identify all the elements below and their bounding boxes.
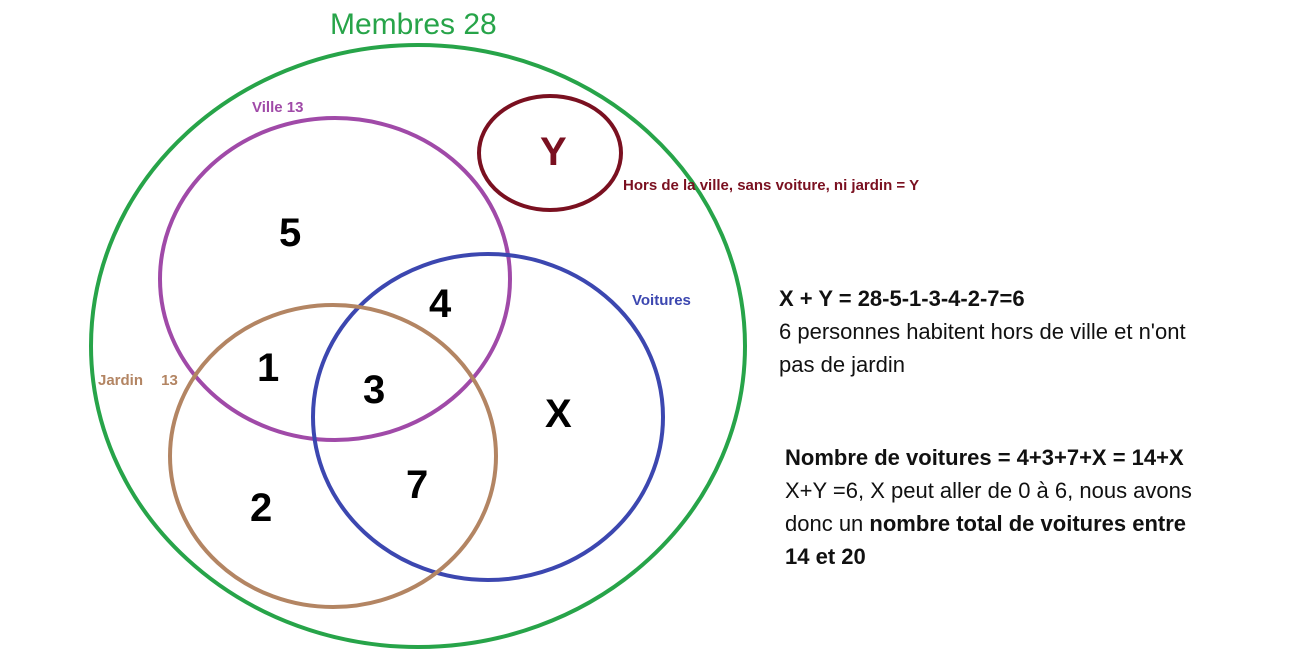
conclusion-line-3: 14 et 20 (785, 544, 866, 569)
equation-xy: X + Y = 28-5-1-3-4-2-7=6 (779, 286, 1025, 311)
membres-circle (89, 43, 747, 649)
equation-voitures: Nombre de voitures = 4+3+7+X = 14+X (785, 445, 1184, 470)
explanation-line-1: 6 personnes habitent hors de ville et n'… (779, 319, 1186, 344)
region-jardin-voitures: 7 (406, 463, 429, 507)
hors-circle (477, 94, 623, 212)
region-jardin-only: 2 (250, 486, 273, 530)
region-all-three: 3 (363, 368, 386, 412)
notes-block-2: Nombre de voitures = 4+3+7+X = 14+X X+Y … (785, 441, 1255, 573)
diagram-title: Membres 28 (330, 8, 497, 41)
conclusion-bold: nombre total de voitures entre (869, 511, 1187, 536)
notes-block-1: X + Y = 28-5-1-3-4-2-7=6 6 personnes hab… (779, 282, 1259, 381)
voitures-circle (311, 252, 665, 582)
region-ville-only: 5 (279, 211, 302, 255)
ville-label: Ville 13 (252, 99, 304, 116)
ville-circle (158, 116, 512, 442)
y-symbol: Y (540, 130, 567, 174)
conclusion-plain: donc un (785, 511, 870, 536)
region-ville-voitures: 4 (429, 282, 452, 326)
jardin-circle (168, 303, 498, 609)
explanation-line-2: pas de jardin (779, 352, 905, 377)
region-voitures-only: X (545, 392, 572, 436)
conclusion-line-2: donc un nombre total de voitures entre (785, 507, 1255, 540)
voitures-label: Voitures (632, 292, 691, 309)
region-ville-jardin: 1 (257, 346, 280, 390)
conclusion-line-1: X+Y =6, X peut aller de 0 à 6, nous avon… (785, 478, 1192, 503)
jardin-label: Jardin 13 (98, 372, 178, 389)
hors-label: Hors de la ville, sans voiture, ni jardi… (623, 177, 920, 194)
